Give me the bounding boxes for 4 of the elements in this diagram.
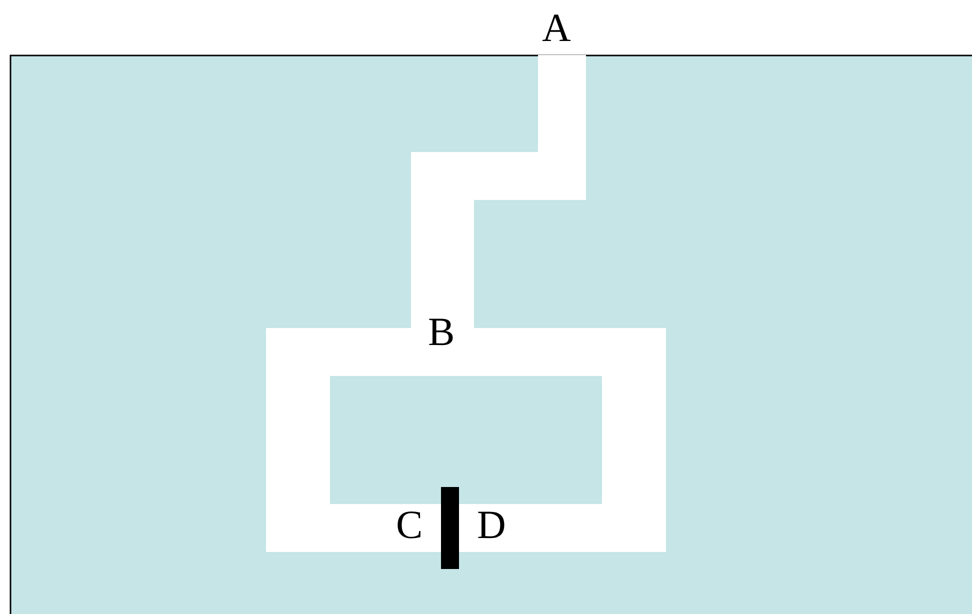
point-label: D [477,505,506,545]
point-label: B [428,312,455,352]
point-label: A [542,8,571,48]
point-label: C [396,505,423,545]
